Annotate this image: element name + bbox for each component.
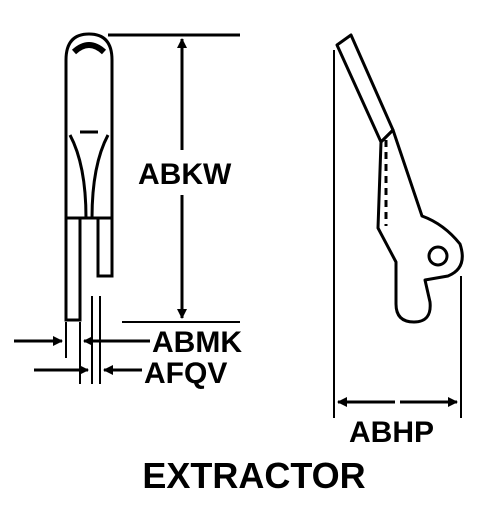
pin-inner-funnel [68, 134, 88, 219]
pin-leg-right [96, 216, 114, 278]
diagram-title: EXTRACTOR [142, 455, 365, 496]
pin-dome [64, 32, 114, 218]
pin-body-figure [64, 32, 114, 322]
pin-dome-highlight [71, 42, 107, 55]
afqv-label: AFQV [144, 357, 227, 390]
abhp-label: ABHP [349, 416, 434, 449]
abmk-label: ABMK [152, 326, 242, 359]
abkw-label: ABKW [138, 158, 232, 191]
pin-inner-funnel-right [90, 134, 110, 219]
extractor-lever [376, 128, 464, 324]
extractor-pivot-hole [427, 245, 449, 267]
extractor-tool-figure [335, 33, 464, 324]
abkw-dimension [108, 33, 240, 323]
pin-width-dimensions [14, 296, 150, 384]
abhp-dimension [333, 50, 462, 418]
extractor-handle [335, 33, 395, 144]
pin-leg-left [64, 216, 82, 322]
